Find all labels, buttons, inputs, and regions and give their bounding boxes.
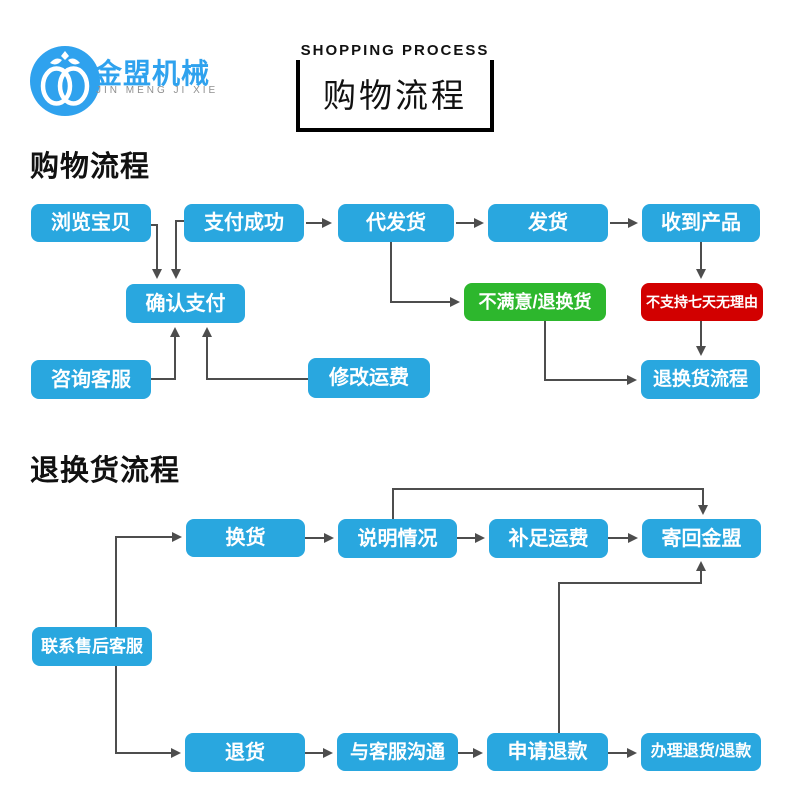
node-contact-after-sales: 联系售后客服 bbox=[32, 627, 152, 666]
process-badge: SHOPPING PROCESS 购物流程 bbox=[293, 42, 497, 132]
node-explain-situation: 说明情况 bbox=[338, 519, 457, 558]
node-communicate-service: 与客服沟通 bbox=[337, 733, 458, 771]
node-exchange-goods: 换货 bbox=[186, 519, 305, 557]
node-topup-freight: 补足运费 bbox=[489, 519, 608, 558]
company-logo-icon bbox=[30, 46, 100, 116]
node-apply-refund: 申请退款 bbox=[487, 733, 608, 771]
node-browse-items: 浏览宝贝 bbox=[31, 204, 151, 242]
node-unsatisfied-return: 不满意/退换货 bbox=[464, 283, 606, 321]
node-no-seven-day-return: 不支持七天无理由 bbox=[641, 283, 763, 321]
company-name-pinyin: JIN MENG JI XIE bbox=[96, 85, 219, 96]
node-return-process-link: 退换货流程 bbox=[641, 360, 760, 399]
section-title-returns: 退换货流程 bbox=[30, 455, 181, 487]
node-awaiting-shipment: 代发货 bbox=[338, 204, 454, 242]
badge-english-label: SHOPPING PROCESS bbox=[293, 42, 497, 60]
node-modify-freight: 修改运费 bbox=[308, 358, 430, 398]
node-shipped: 发货 bbox=[488, 204, 608, 242]
node-payment-success: 支付成功 bbox=[184, 204, 304, 242]
node-send-back-jinmeng: 寄回金盟 bbox=[642, 519, 761, 558]
badge-chinese-label: 购物流程 bbox=[323, 77, 467, 114]
company-name: 金盟机械 bbox=[94, 58, 211, 89]
node-consult-service: 咨询客服 bbox=[31, 360, 151, 399]
node-receive-product: 收到产品 bbox=[642, 204, 760, 242]
node-handle-return-refund: 办理退货/退款 bbox=[641, 733, 761, 771]
node-confirm-payment: 确认支付 bbox=[126, 284, 245, 323]
section-title-shopping: 购物流程 bbox=[30, 151, 151, 183]
node-return-goods: 退货 bbox=[185, 733, 305, 772]
